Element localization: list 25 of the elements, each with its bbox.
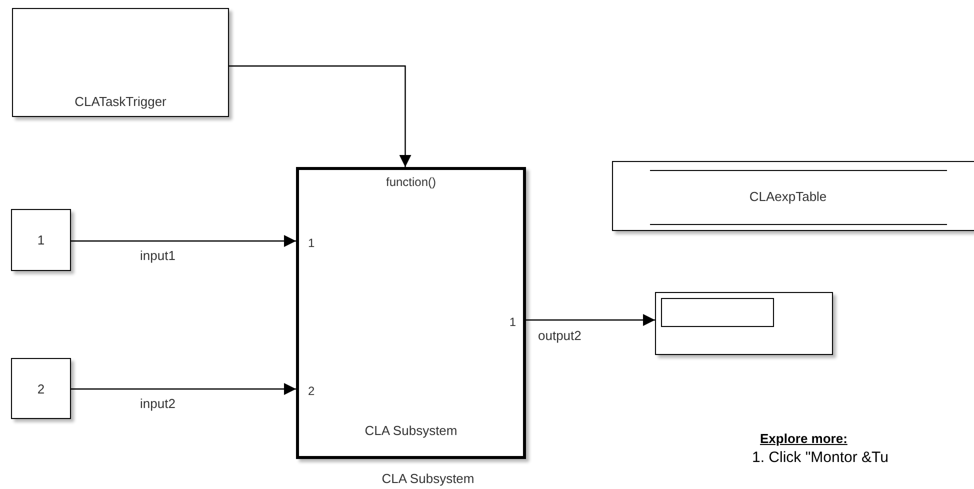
inport-block bbox=[11, 209, 71, 271]
port-number: 1 bbox=[308, 237, 315, 249]
port-number: 2 bbox=[308, 385, 315, 397]
inport-block bbox=[11, 358, 71, 419]
signal-line bbox=[526, 314, 655, 326]
signal-line bbox=[71, 235, 296, 247]
signal-name: input1 bbox=[140, 249, 176, 262]
block-label: 2 bbox=[37, 382, 45, 395]
note-heading: Explore more: bbox=[760, 432, 848, 445]
port-number: 1 bbox=[509, 316, 516, 328]
block-name: CLA Subsystem bbox=[382, 472, 474, 485]
signal-name: input2 bbox=[140, 397, 176, 410]
display-block bbox=[655, 292, 833, 355]
signal-line bbox=[229, 65, 412, 167]
signal-line bbox=[71, 383, 296, 395]
subsystem-block bbox=[296, 167, 526, 459]
trigger-port-label: function() bbox=[386, 176, 436, 188]
data-store-block bbox=[612, 161, 974, 231]
note-text: 1. Click "Montor &Tu bbox=[752, 450, 888, 465]
block-label: CLAexpTable bbox=[749, 190, 827, 203]
task-trigger-block bbox=[12, 8, 229, 117]
signal-name: output2 bbox=[538, 329, 582, 342]
block-name: CLA Subsystem bbox=[364, 424, 458, 437]
block-label: CLATaskTrigger bbox=[74, 95, 166, 108]
block-label: 1 bbox=[37, 234, 45, 246]
